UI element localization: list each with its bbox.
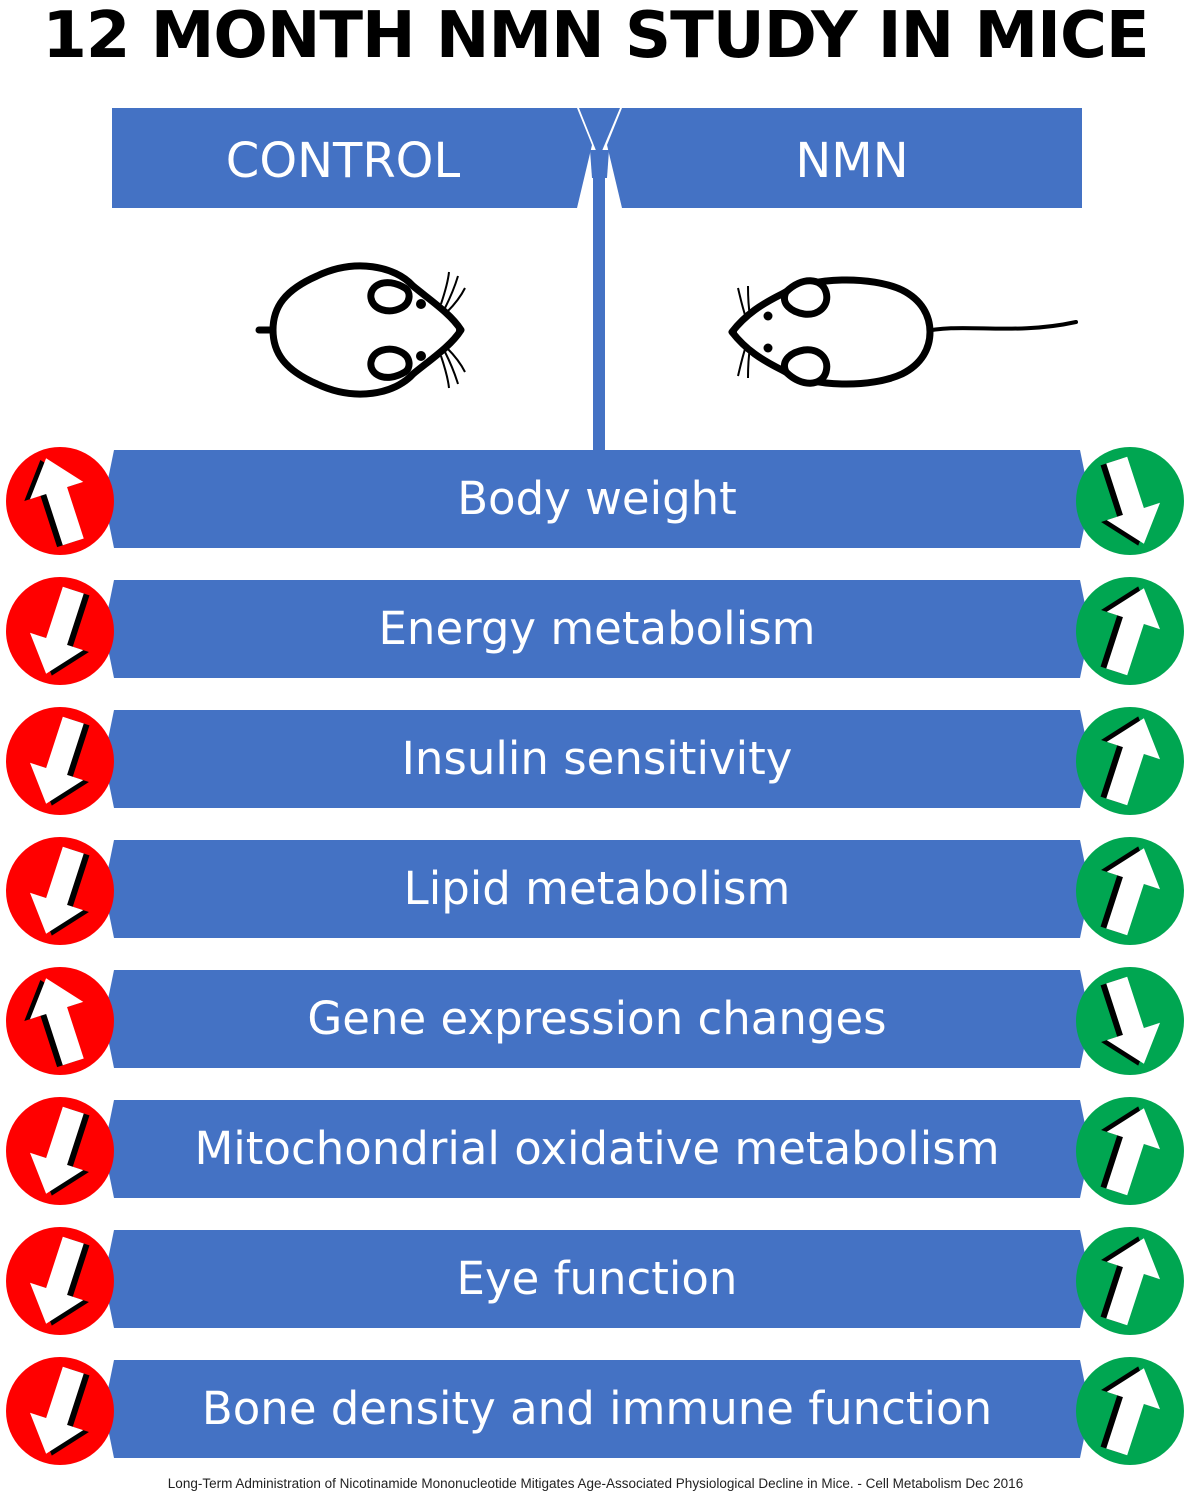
- comparison-row: Gene expression changes: [0, 964, 1191, 1094]
- arrow-up-icon: [1076, 1227, 1184, 1335]
- arrow-up-icon: [6, 967, 114, 1075]
- row-label: Energy metabolism: [378, 602, 816, 655]
- group-header-banner: [112, 108, 1082, 452]
- page-title: 12 MONTH NMN STUDY IN MICE: [42, 0, 1149, 73]
- row-label: Gene expression changes: [307, 992, 887, 1045]
- row-label: Body weight: [457, 472, 737, 525]
- arrow-down-icon: [1076, 447, 1184, 555]
- arrow-down-icon: [6, 837, 114, 945]
- row-label: Lipid metabolism: [403, 862, 791, 915]
- row-bar: [104, 1100, 1090, 1198]
- divider-notch: [579, 108, 620, 158]
- row-bar: [104, 580, 1090, 678]
- comparison-row: Bone density and immune function: [0, 1354, 1191, 1484]
- arrow-down-icon: [6, 1097, 114, 1205]
- control-mouse-icon: [255, 262, 466, 398]
- row-label: Insulin sensitivity: [401, 732, 793, 785]
- arrow-up-icon: [1076, 1097, 1184, 1205]
- arrow-up-icon: [1076, 577, 1184, 685]
- row-bar: [104, 710, 1090, 808]
- row-bar: [104, 970, 1090, 1068]
- row-bar: [104, 450, 1090, 548]
- row-label: Eye function: [456, 1252, 738, 1305]
- control-header-shape: [112, 108, 592, 208]
- nmn-header-shape: [607, 108, 1082, 208]
- arrow-down-icon: [6, 577, 114, 685]
- control-group-label: CONTROL: [225, 133, 461, 189]
- arrow-up-icon: [1076, 707, 1184, 815]
- row-bar: [104, 1230, 1090, 1328]
- arrow-up-icon: [1076, 837, 1184, 945]
- nmn-mouse-icon: [728, 276, 1078, 388]
- row-label: Bone density and immune function: [201, 1382, 993, 1435]
- citation-footnote: Long-Term Administration of Nicotinamide…: [167, 1476, 1024, 1491]
- comparison-row: Eye function: [0, 1224, 1191, 1354]
- arrow-down-icon: [6, 707, 114, 815]
- row-bar: [104, 1360, 1090, 1458]
- nmn-group-label: NMN: [795, 133, 909, 189]
- arrow-up-icon: [6, 447, 114, 555]
- comparison-row: Lipid metabolism: [0, 834, 1191, 964]
- row-label: Mitochondrial oxidative metabolism: [194, 1122, 1000, 1175]
- arrow-up-icon: [1076, 1357, 1184, 1465]
- comparison-row: Insulin sensitivity: [0, 704, 1191, 834]
- comparison-row: Mitochondrial oxidative metabolism: [0, 1094, 1191, 1224]
- arrow-down-icon: [6, 1227, 114, 1335]
- row-bar: [104, 840, 1090, 938]
- arrow-down-icon: [1076, 967, 1184, 1075]
- arrow-down-icon: [6, 1357, 114, 1465]
- divider-line: [593, 170, 605, 452]
- comparison-row: Body weight: [0, 444, 1191, 574]
- comparison-row: Energy metabolism: [0, 574, 1191, 704]
